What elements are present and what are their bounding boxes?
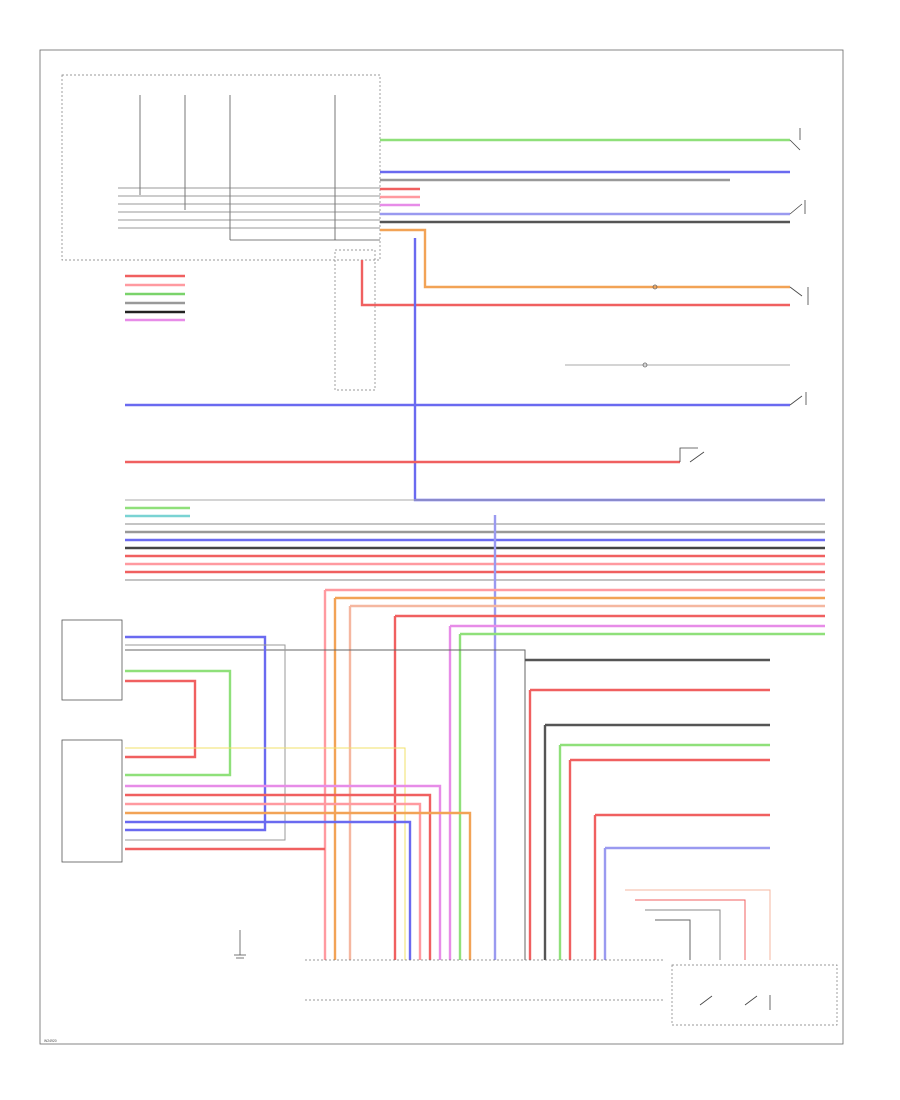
fuse-feeds — [139, 95, 380, 241]
power-window-module-box — [61, 739, 123, 863]
smart-module-box — [334, 249, 376, 391]
lower-left-wires — [125, 635, 472, 960]
cluster-stubs — [125, 274, 185, 322]
bottom-right-switch — [625, 889, 838, 1026]
bottom-connector — [305, 959, 665, 1001]
right-switches — [642, 128, 809, 463]
front-door-module-box — [61, 619, 123, 701]
bundle-wires — [125, 499, 825, 581]
vertical-wires — [125, 515, 825, 960]
page-frame — [39, 49, 844, 1045]
top-module-box — [61, 74, 381, 261]
ground-symbol — [234, 930, 246, 959]
top-connector-lines — [118, 187, 380, 229]
page-code: W24920 — [44, 1039, 57, 1043]
